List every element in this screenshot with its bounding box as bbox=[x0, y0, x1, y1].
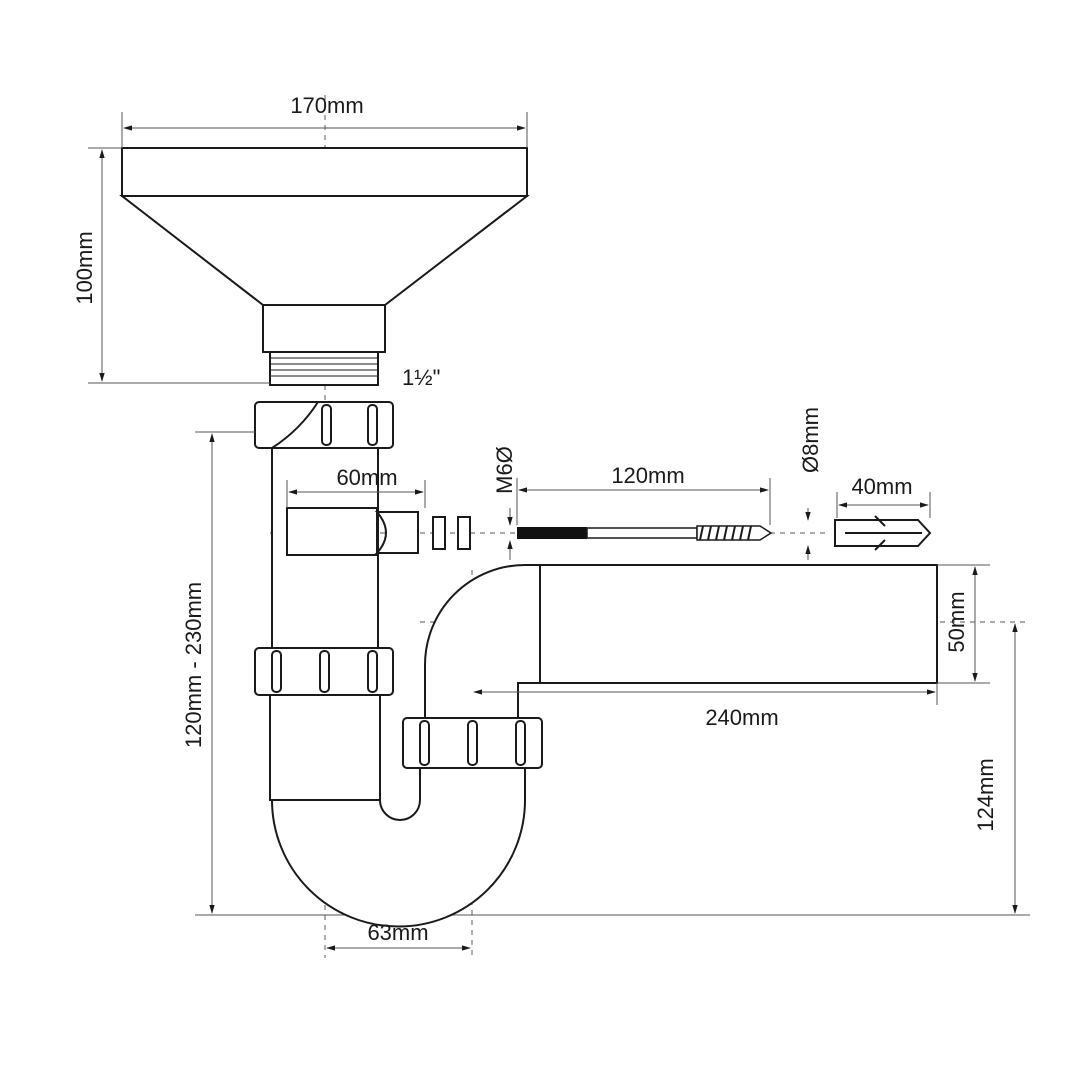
label-funnel-width: 170mm bbox=[290, 93, 363, 118]
screw bbox=[517, 525, 773, 541]
label-height-range: 120mm - 230mm bbox=[181, 582, 206, 748]
label-thread-size: 1½" bbox=[402, 365, 440, 390]
label-outlet-height: 124mm bbox=[973, 758, 998, 831]
label-offset: 63mm bbox=[367, 920, 428, 945]
wall-plug bbox=[834, 515, 932, 551]
label-screw-length: 120mm bbox=[611, 463, 684, 488]
u-bend bbox=[270, 767, 526, 928]
label-funnel-height: 100mm bbox=[72, 231, 97, 304]
upper-nut bbox=[254, 401, 394, 449]
branch-connector bbox=[286, 507, 471, 556]
label-screw-thread: M6Ø bbox=[492, 446, 517, 494]
right-nut bbox=[402, 717, 543, 769]
label-outlet-length: 240mm bbox=[705, 705, 778, 730]
funnel bbox=[119, 147, 530, 386]
outlet-pipe bbox=[539, 564, 938, 684]
label-plug-length: 40mm bbox=[851, 474, 912, 499]
label-branch-length: 60mm bbox=[336, 465, 397, 490]
label-outlet-diameter: 50mm bbox=[944, 591, 969, 652]
middle-nut bbox=[254, 647, 394, 696]
outlet-elbow bbox=[424, 564, 546, 719]
label-plug-diameter: Ø8mm bbox=[798, 407, 823, 473]
lower-pipe bbox=[269, 694, 381, 801]
